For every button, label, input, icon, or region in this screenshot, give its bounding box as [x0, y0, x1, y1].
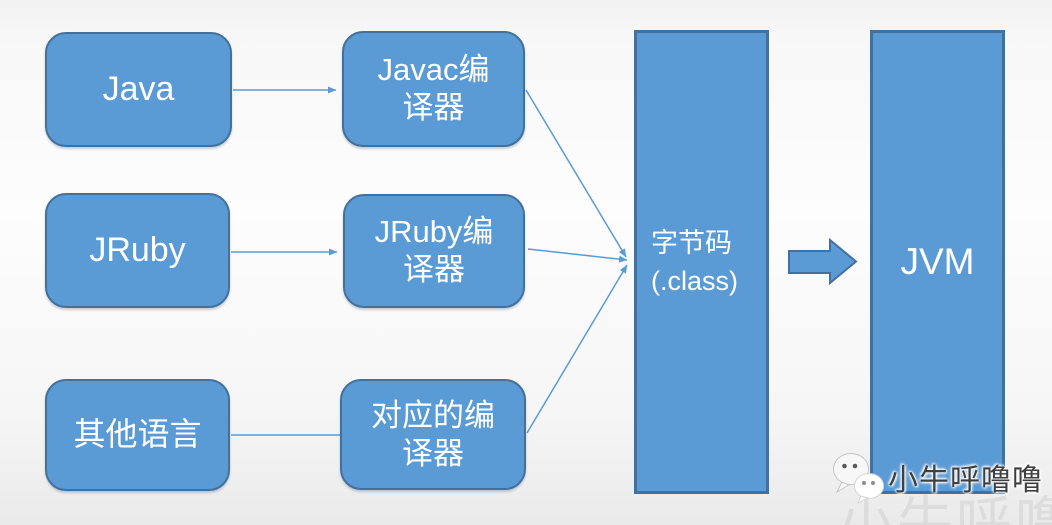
node-jruby: JRuby — [45, 193, 230, 308]
arrow-javac-compiler-to-bytecode — [525, 89, 627, 258]
node-bytecode: 字节码 (.class) — [634, 30, 769, 494]
node-other-languages-label: 其他语言 — [73, 416, 202, 453]
node-jvm: JVM — [870, 30, 1005, 494]
node-javac-compiler-label-line2: 译器 — [402, 90, 465, 125]
node-javac-compiler-label-line1: Javac编 — [377, 52, 490, 88]
node-other-languages: 其他语言 — [45, 379, 230, 491]
bytecode-to-jvm-block-arrow-icon — [788, 237, 858, 286]
node-java-label: Java — [102, 69, 175, 108]
node-jvm-label: JVM — [900, 241, 975, 283]
watermark-name: 小牛呼噜噜 — [888, 464, 1043, 497]
node-jruby-compiler-label-line2: 译器 — [403, 252, 465, 287]
node-corresponding-compiler-label-line1: 对应的编 — [371, 397, 495, 433]
node-corresponding-compiler-label-line2: 译器 — [402, 435, 464, 471]
wechat-chat-bubbles-icon — [833, 453, 884, 504]
node-bytecode-label-line1: 字节码 — [651, 227, 732, 258]
arrow-corresponding-compiler-to-bytecode — [526, 264, 628, 434]
node-corresponding-compiler: 对应的编 译器 — [340, 379, 526, 490]
node-bytecode-label-line2: (.class) — [651, 266, 738, 296]
node-jruby-compiler: JRuby编 译器 — [343, 194, 525, 308]
node-javac-compiler: Javac编 译器 — [342, 31, 525, 147]
arrow-jruby-compiler-to-bytecode — [527, 248, 628, 263]
node-jruby-compiler-label-line1: JRuby编 — [374, 214, 494, 250]
watermark: 小牛呼噜噜 — [830, 450, 1043, 504]
node-java: Java — [45, 32, 232, 147]
node-jruby-label: JRuby — [89, 230, 186, 269]
